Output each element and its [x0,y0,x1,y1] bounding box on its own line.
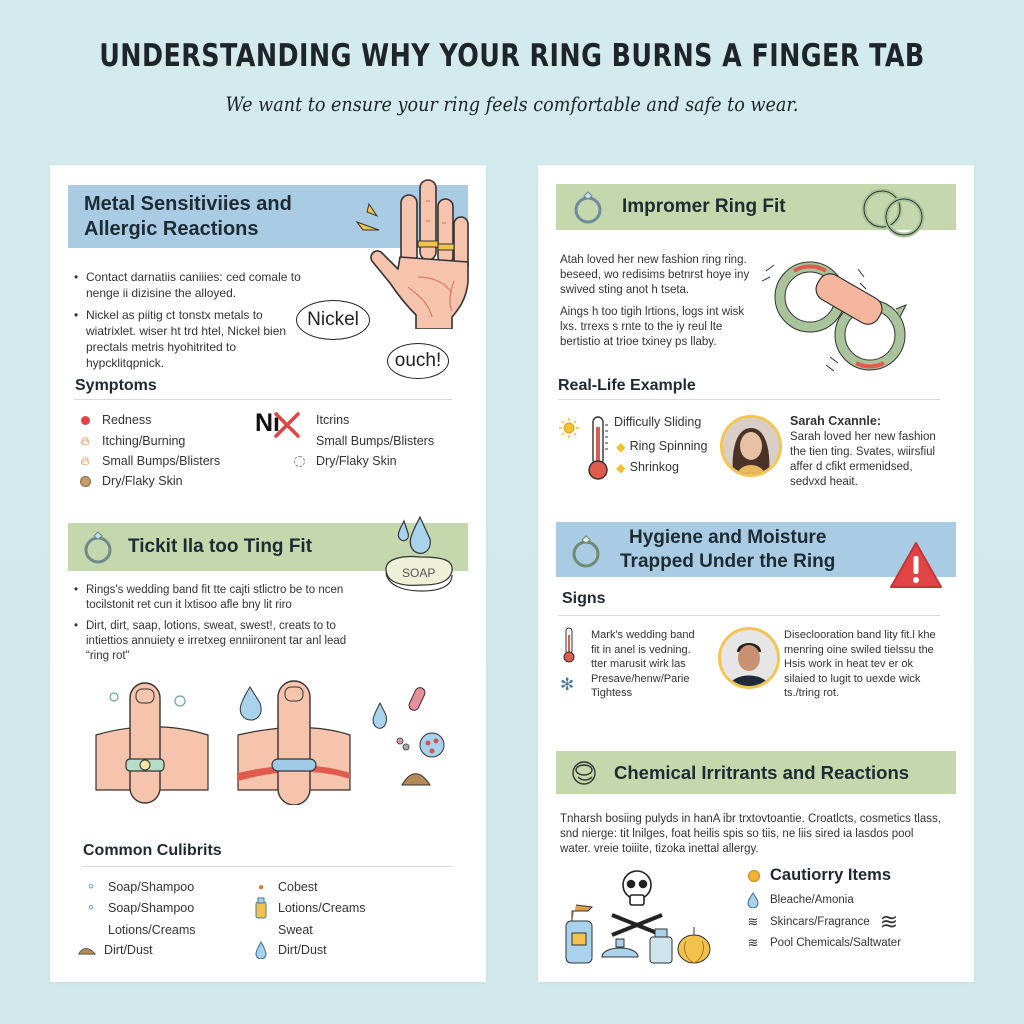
interlocked-rings-icon [861,188,925,238]
chemical-swirl-icon [572,760,596,785]
fit-bullet: Rings's wedding band fit tte cajti stlic… [72,583,362,613]
culprits-heading: Common Culibrits [83,842,222,859]
lotion-bottle-icon [252,897,270,919]
signs-heading: Signs [562,590,606,607]
ring-icon [84,531,112,564]
sarah-text: Sarah loved her new fashion the tien tin… [790,431,936,488]
bullet-star-icon: ◆ [616,439,626,454]
spinning-ring-finger-illustration [761,261,908,372]
caution-item: ≋ Pool Chemicals/Saltwater [744,933,901,953]
culprit-item: Dirt/Dust [252,940,327,960]
real-life-item: Difficully Sliding [614,415,702,429]
ring-icon [572,534,600,567]
symptom-item: Dry/Flaky Skin [290,451,397,471]
fit-paragraph: Aings h too tigih lrtions, logs int wisk… [560,306,745,348]
metal-bullet: Contact darnatiis caniiies: ced comale t… [72,269,312,301]
soap-water-icon: SOAP [385,515,453,592]
water-drop-icon [252,941,270,959]
metal-bullets: Contact darnatiis caniiies: ced comale t… [72,269,312,377]
metal-title-line1: Metal Sensitiviies and [84,192,292,215]
orange-dot-icon [748,869,760,882]
chemical-section-header: Chemical Irritrants and Reactions [556,751,956,794]
symptom-item: Redness [76,410,151,430]
symptoms-heading: Symptoms [75,377,157,394]
culprit-item: ⚬ Soap/Shampoo [82,877,195,897]
symptom-item: Small Bumps/Blisters [316,434,435,448]
symptom-item: 🔥︎ Small Bumps/Blisters [76,451,220,471]
waves-icon: ≋ [879,909,899,934]
fit-paragraph: Atah loved her new fashion ring ring. be… [560,254,750,296]
signs-text: Mark's wedding band fit in anel is vedni… [591,629,695,699]
red-dot-icon [76,415,94,425]
caution-item: ≋ Skincars/Fragrance ≋ [744,909,899,934]
flame-icon: 🔥︎ [80,433,90,448]
culprit-item: Dirt/Dust [78,940,153,960]
chemical-products-illustration [565,870,711,964]
culprit-item: Lotions/Creams [252,897,366,919]
left-panel: Metal Sensitiviies and Allergic Reaction… [50,165,486,982]
page-title: UNDERSTANDING WHY YOUR RING BURNS A FING… [99,38,925,74]
ring-icon [574,191,602,224]
divider [558,615,940,616]
waves-icon: ≋ [747,935,759,950]
metal-title-line2: Allergic Reactions [84,217,259,240]
culprit-item: ● Cobest [252,877,318,897]
symptom-item: 🔥︎ Itching/Burning [76,431,185,451]
finger-ring-soap-illustration [95,680,445,805]
symptom-item: Itcrins [316,413,350,427]
hygiene-section-header: Hygiene and Moisture Trapped Under the R… [556,522,956,577]
bullet-star-icon: ◆ [616,460,626,475]
metal-bullet: Nickel as piitig ct tonstx metals to wia… [72,307,312,371]
real-life-item: ◆ Ring Spinning [616,439,708,454]
speech-bubble-nickel: Nickel [296,300,370,340]
flaky-skin-icon [76,475,94,487]
culprit-item: ⚬ Soap/Shampoo [82,898,195,918]
svg-text:SOAP: SOAP [402,566,435,580]
speech-bubble-ouch: ouch! [387,343,449,379]
real-life-heading: Real-Life Example [558,377,696,394]
symptom-item: Dry/Flaky Skin [76,471,183,491]
irritation-spark-icon [355,202,380,231]
mark-text: Diseclooration band lity fit.l khe menri… [784,629,936,699]
snowflake-icon: ✻ [560,675,575,694]
real-life-item: ◆ Shrinkog [616,460,679,475]
spray-icon: ● [257,881,265,893]
dirt-pile-icon [78,943,96,957]
bubbles-icon: ⚬ [85,879,97,894]
culprit-item: Lotions/Creams [108,923,196,937]
water-drop-icon [744,892,762,908]
chemical-paragraph: Tnharsh bosiing pulyds in hanA ibr trxto… [560,813,941,855]
flaky-skin-icon [290,455,308,467]
divider [558,399,940,400]
waves-icon: ≋ [747,914,759,929]
thermometer-icon [588,416,608,480]
caution-item: Bleache/Amonia [744,890,854,910]
avatar-sarah [720,415,782,477]
hand-illustration-icon [370,179,469,329]
sarah-name: Sarah Cxannle: [790,414,882,428]
sun-icon [559,418,579,438]
divider [74,399,452,400]
nickel-crossed-icon: Ni [255,409,300,438]
flame-icon: 🔥︎ [80,453,90,468]
tight-fit-bullets: Rings's wedding band fit tte cajti stlic… [72,583,362,670]
page-subtitle: We want to ensure your ring feels comfor… [225,92,799,116]
avatar-mark [718,627,780,689]
culprit-item: Sweat [278,923,313,937]
fit-bullet: Dirt, dirt, saap, lotions, sweat, swest!… [72,619,362,664]
divider [82,866,452,867]
bubbles-icon: ⚬ [85,900,97,915]
right-panel: Impromer Ring Fit Atah loved her new fas… [538,165,974,982]
warning-icon [890,542,942,588]
thermometer-icon [563,627,575,663]
caution-heading-row: Cautiorry Items [748,866,891,885]
